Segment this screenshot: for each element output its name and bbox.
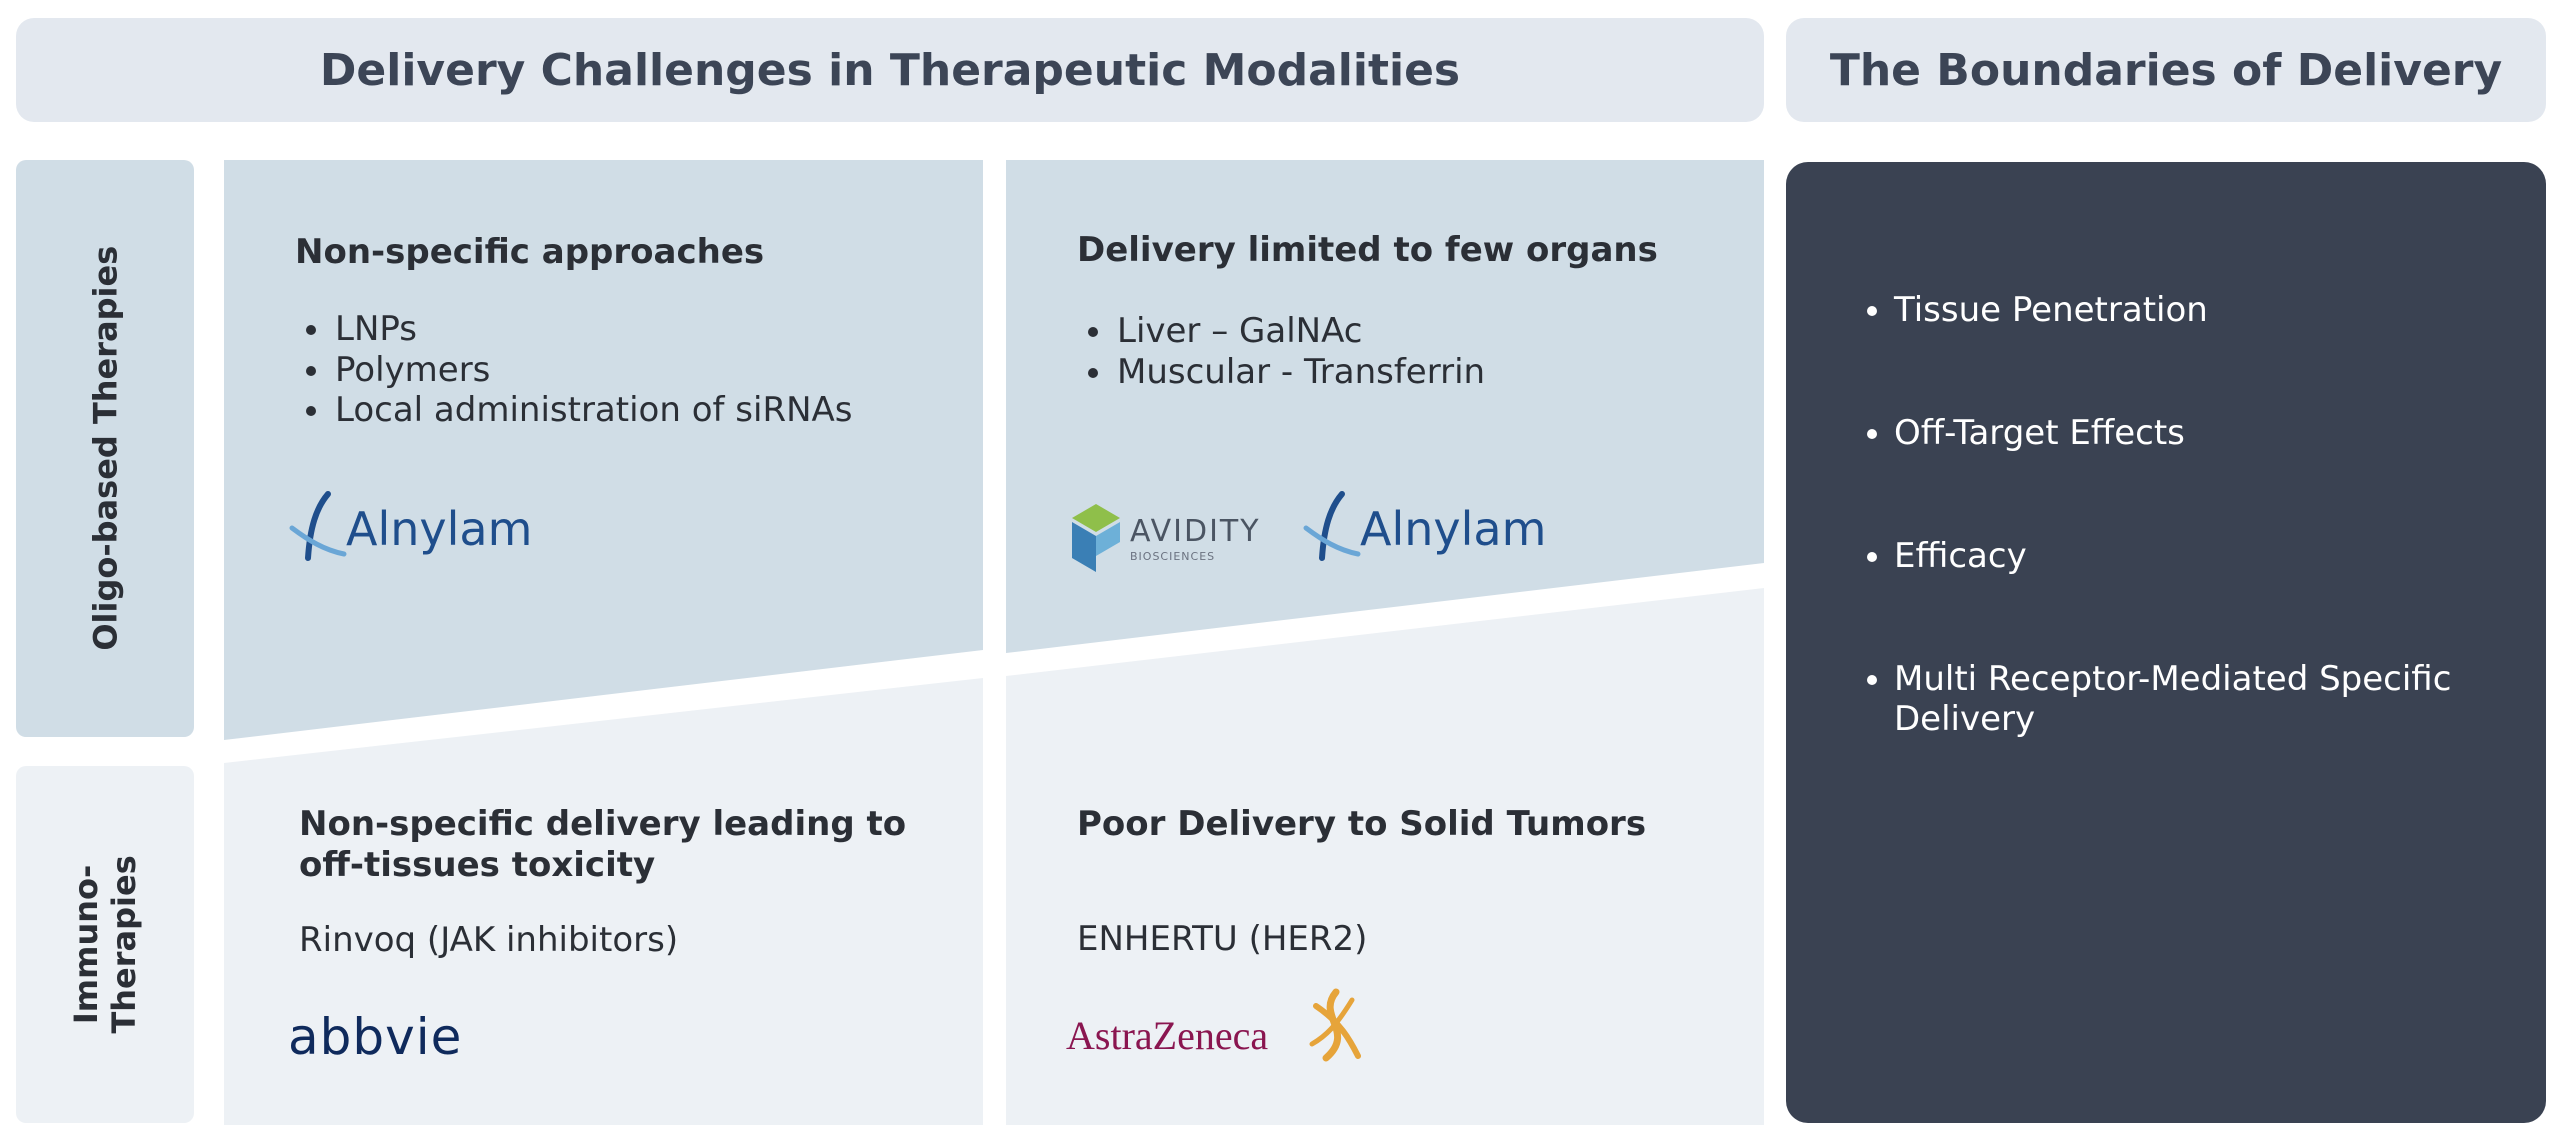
boundary-item-multi-receptor: Multi Receptor-Mediated Specific Deliver… — [1894, 659, 2534, 739]
cell-immuno-nonspecific-title-line2: off-tissues toxicity — [299, 844, 656, 885]
left-header: Delivery Challenges in Therapeutic Modal… — [16, 18, 1764, 122]
cell-bg-immuno-tumors — [1006, 588, 1764, 1125]
list-item: Local administration of siRNAs — [333, 390, 955, 431]
cell-immuno-nonspecific-title: Non-specific delivery leading to off-tis… — [299, 804, 959, 886]
row-label-immuno: Immuno- Therapies — [16, 766, 194, 1123]
cell-bg-oligo-limited — [1006, 160, 1764, 653]
cell-immuno-tumors-title: Poor Delivery to Solid Tumors — [1077, 804, 1647, 844]
alnylam-mark-icon — [289, 491, 347, 561]
avidity-logo: AVIDITY BIOSCIENCES — [1068, 500, 1259, 580]
boundary-item-efficacy: Efficacy — [1894, 536, 2534, 576]
right-header-title: The Boundaries of Delivery — [1829, 44, 2503, 96]
cell-immuno-nonspecific: Non-specific delivery leading to off-tis… — [299, 804, 959, 960]
alnylam-logo: Alnylam — [288, 488, 548, 564]
row-label-oligo: Oligo-based Therapies — [16, 160, 194, 737]
cell-oligo-nonspecific-title: Non-specific approaches — [295, 232, 765, 272]
right-header: The Boundaries of Delivery — [1786, 18, 2546, 122]
alnylam-mark-icon — [1303, 491, 1361, 561]
cell-oligo-limited: Delivery limited to few organs Liver – G… — [1077, 230, 1757, 392]
cell-oligo-nonspecific-list: LNPs Polymers Local administration of si… — [295, 309, 955, 431]
avidity-mark-icon — [1072, 504, 1120, 572]
cell-oligo-nonspecific: Non-specific approaches LNPs Polymers Lo… — [295, 232, 955, 431]
left-header-title: Delivery Challenges in Therapeutic Modal… — [319, 44, 1461, 96]
cell-bg-oligo-nonspecific — [224, 160, 983, 740]
list-item: Muscular - Transferrin — [1115, 352, 1757, 393]
list-item: LNPs — [333, 309, 955, 350]
avidity-logo-subtext: BIOSCIENCES — [1130, 550, 1216, 563]
cell-immuno-nonspecific-title-line1: Non-specific delivery leading to — [299, 804, 907, 844]
cell-immuno-nonspecific-example: Rinvoq (JAK inhibitors) — [299, 919, 679, 960]
abbvie-logo: abbvie — [288, 1008, 463, 1066]
cell-immuno-tumors-example: ENHERTU (HER2) — [1077, 918, 1368, 959]
alnylam-logo-text: Alnylam — [1360, 502, 1547, 556]
alnylam-logo-2: Alnylam — [1302, 488, 1562, 564]
cell-bg-immuno-nonspecific — [224, 678, 983, 1125]
astrazeneca-logo: AstraZeneca — [1066, 986, 1366, 1066]
cell-oligo-limited-title: Delivery limited to few organs — [1077, 230, 1658, 270]
boundaries-list: Tissue Penetration Off-Target Effects Ef… — [1854, 290, 2534, 823]
boundary-item-tissue-penetration: Tissue Penetration — [1894, 290, 2534, 330]
boundary-item-off-target-effects: Off-Target Effects — [1894, 413, 2534, 453]
alnylam-logo-text: Alnylam — [346, 502, 533, 556]
avidity-logo-text: AVIDITY — [1130, 514, 1261, 549]
astrazeneca-mark-icon — [1309, 988, 1361, 1062]
astrazeneca-logo-text: AstraZeneca — [1066, 1013, 1269, 1058]
boundaries-panel: Tissue Penetration Off-Target Effects Ef… — [1786, 162, 2546, 1123]
cell-oligo-limited-list: Liver – GalNAc Muscular - Transferrin — [1077, 311, 1757, 393]
cell-immuno-tumors: Poor Delivery to Solid Tumors ENHERTU (H… — [1077, 804, 1747, 959]
list-item: Polymers — [333, 350, 955, 391]
list-item: Liver – GalNAc — [1115, 311, 1757, 352]
